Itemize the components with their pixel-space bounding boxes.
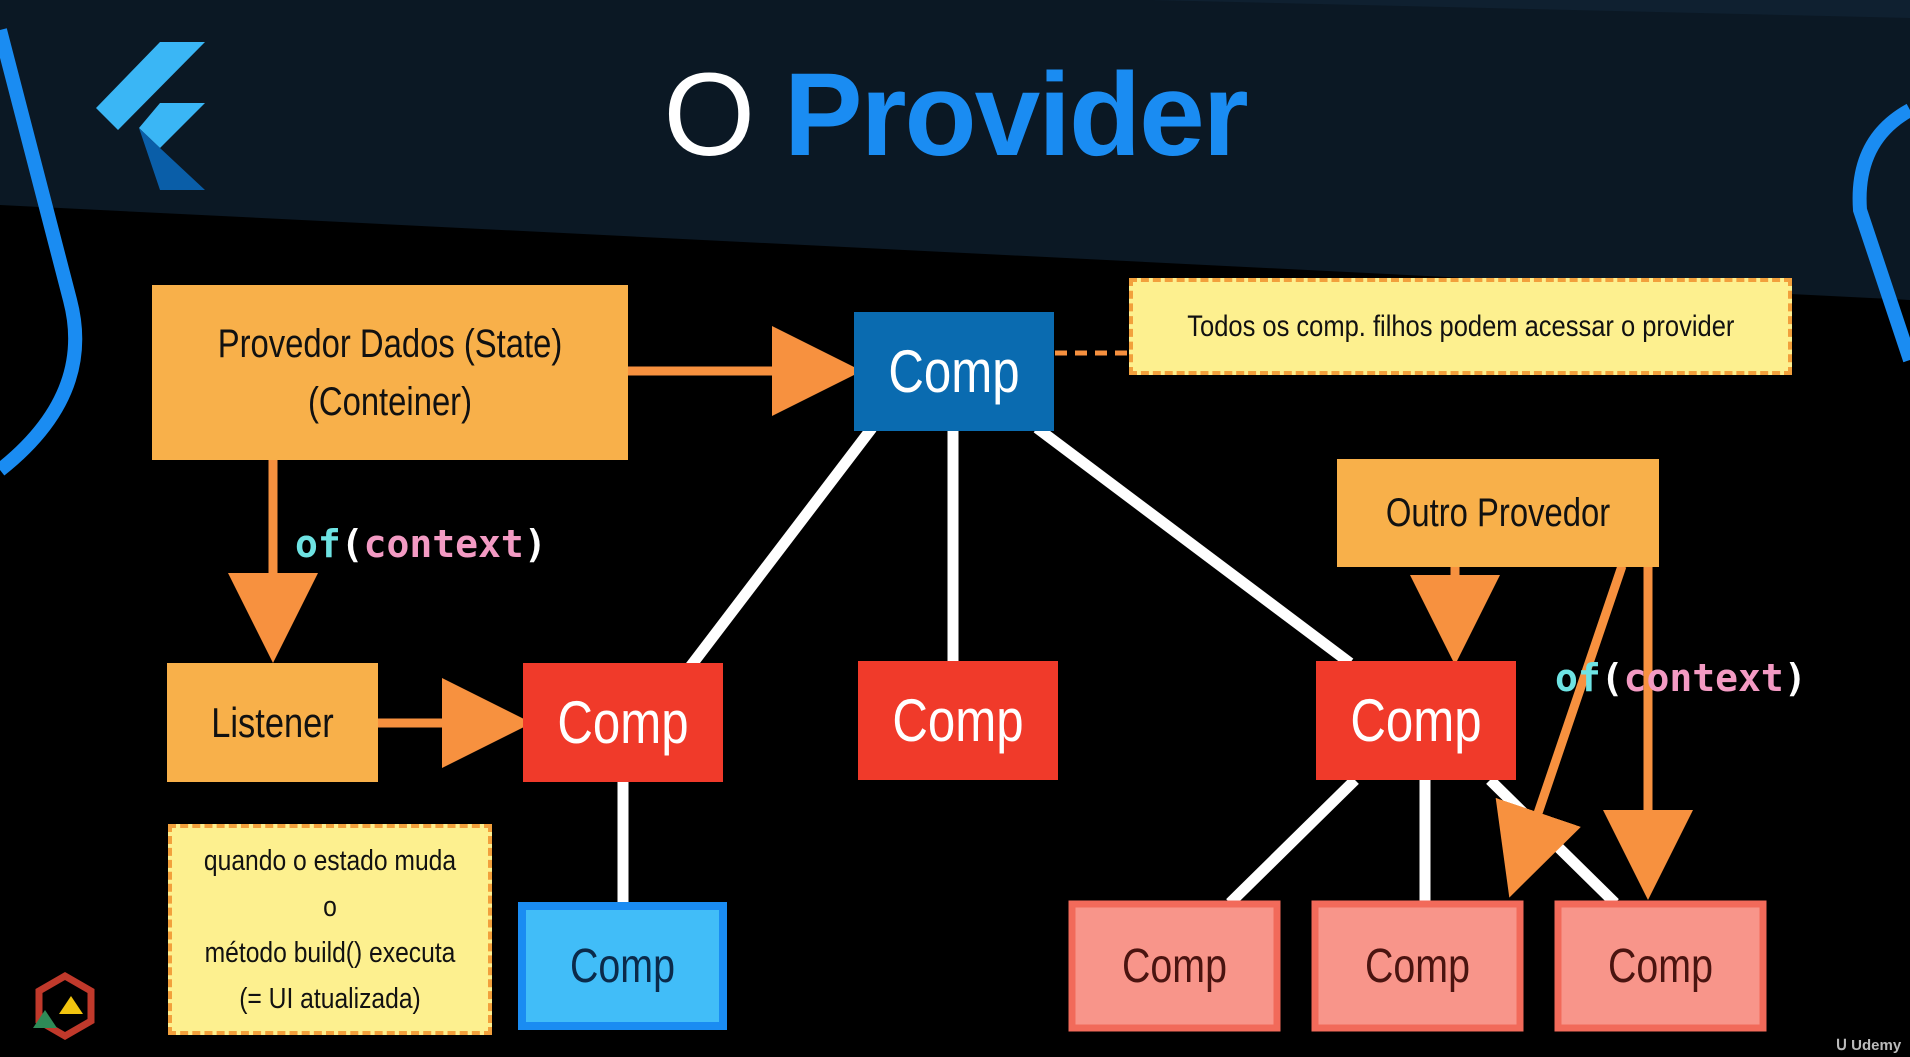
listener-box: Listener: [186, 663, 359, 782]
comp-right-child3-label: Comp: [1607, 939, 1713, 993]
page-title: O Provider: [0, 40, 1910, 190]
listener-shape: [167, 663, 378, 782]
code-label-left: of(context): [295, 522, 547, 566]
outro-provedor-shape: [1337, 459, 1659, 567]
code-right-fn: of: [1555, 656, 1601, 700]
flutter-logo-icon: [96, 42, 205, 190]
listener-label: Listener: [211, 698, 334, 746]
comp-right-child1-shape: [1068, 900, 1281, 1032]
code-label-right: of(context): [1555, 656, 1807, 700]
comp-middle: Comp: [876, 661, 1040, 780]
comp-right: Comp: [1334, 661, 1498, 780]
comp-right-child3-shape: [1554, 900, 1767, 1032]
comp-right-label: Comp: [1350, 687, 1482, 754]
right-frame-decoration: [1852, 103, 1910, 363]
provider-box: Provedor Dados (State) (Conteiner): [195, 285, 585, 460]
provider-box-shape: [152, 285, 628, 460]
comp-right-child1-label: Comp: [1121, 939, 1227, 993]
code-left-close: ): [523, 522, 547, 566]
note-bottom-line1: quando o estado muda o: [203, 844, 457, 923]
comp-right-child2-shape: [1311, 900, 1524, 1032]
title-part2: Provider: [783, 49, 1249, 181]
title-banner: [0, 0, 1910, 300]
udemy-logo-icon: Ս: [1836, 1037, 1847, 1054]
comp-left-child: Comp: [540, 906, 705, 1026]
code-left-open: (: [340, 522, 364, 566]
comp-root-label: Comp: [888, 338, 1020, 405]
comp-left-child-label: Comp: [569, 939, 675, 993]
code-left-fn: of: [295, 522, 341, 566]
code-right-close: ): [1783, 656, 1807, 700]
note-top-text: Todos os comp. filhos podem acessar o pr…: [1186, 309, 1735, 343]
comp-right-child2-label: Comp: [1364, 939, 1470, 993]
comp-right-child1: Comp: [1090, 904, 1258, 1028]
code-left-arg: context: [363, 522, 524, 566]
comp-middle-label: Comp: [892, 687, 1024, 754]
comp-middle-shape: [858, 661, 1058, 780]
left-frame-decoration: [0, 28, 83, 476]
udemy-watermark: Ս Udemy: [1836, 1036, 1901, 1054]
outro-provedor-label: Outro Provedor: [1385, 490, 1611, 535]
comp-left-child-shape: [518, 902, 727, 1030]
comp-root: Comp: [872, 312, 1036, 431]
comp-right-child3: Comp: [1576, 904, 1744, 1028]
root-comp-shape: [854, 312, 1054, 431]
note-bottom-line2: método build() executa: [204, 936, 456, 969]
title-part1: O: [663, 49, 755, 181]
comp-left: Comp: [541, 663, 705, 782]
udemy-watermark-text: Udemy: [1851, 1037, 1902, 1054]
course-logo-icon: [33, 971, 95, 1041]
code-right-arg: context: [1623, 656, 1784, 700]
title-banner-band: [960, 0, 1910, 18]
outro-to-child2-arrow: [1495, 564, 1627, 898]
note-top: Todos os comp. filhos podem acessar o pr…: [1129, 278, 1792, 375]
comp-right-shape: [1316, 661, 1516, 780]
comp-right-child2: Comp: [1333, 904, 1501, 1028]
outro-provedor-box: Outro Provedor: [1366, 459, 1630, 567]
comp-left-label: Comp: [557, 689, 689, 756]
provider-label-line2: (Conteiner): [307, 379, 473, 424]
comp-left-shape: [523, 663, 723, 782]
note-bottom: quando o estado muda o método build() ex…: [168, 824, 492, 1035]
note-bottom-line3: (= UI atualizada): [239, 982, 421, 1015]
provider-label-line1: Provedor Dados (State): [217, 321, 563, 366]
code-right-open: (: [1600, 656, 1624, 700]
data-flow-arrows: [228, 326, 1693, 900]
